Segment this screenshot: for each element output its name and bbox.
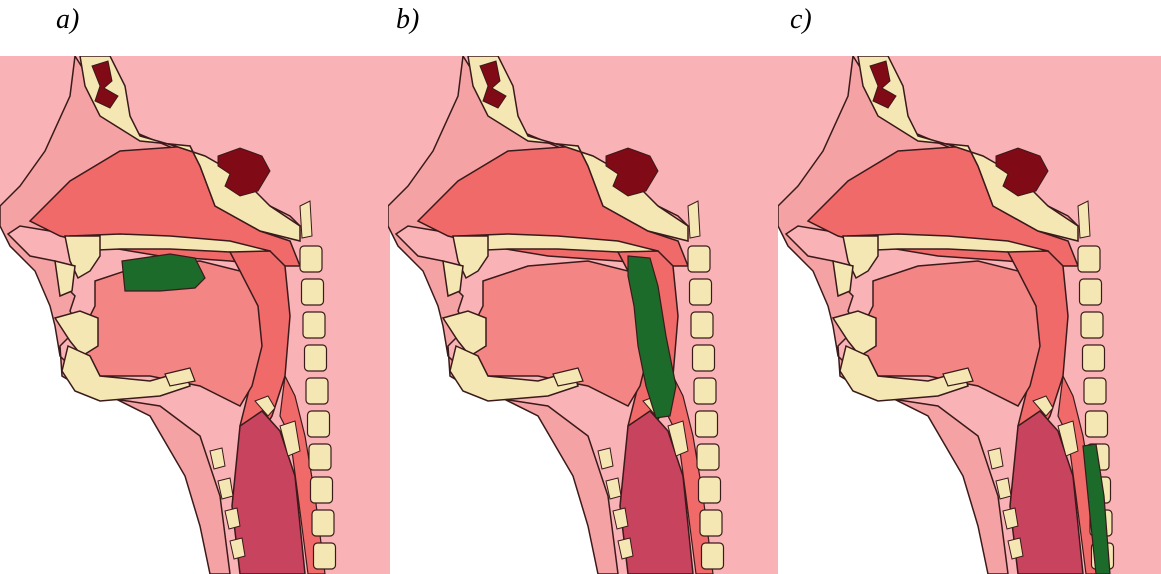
vertebra-process [688, 201, 700, 238]
vertebra-2 [1080, 279, 1102, 305]
vertebra-9 [312, 510, 334, 536]
panel-label-b: b) [396, 4, 419, 36]
diagram-panel-a [0, 56, 390, 574]
vertebra-5 [694, 378, 716, 404]
vertebra-9 [700, 510, 722, 536]
vertebra-2 [302, 279, 324, 305]
vertebra-3 [691, 312, 713, 338]
vertebra-7 [697, 444, 719, 470]
vertebra-2 [690, 279, 712, 305]
vertebra-8 [311, 477, 333, 503]
vertebra-process [1078, 201, 1090, 238]
diagram-panel-c [778, 56, 1161, 574]
vertebra-3 [303, 312, 325, 338]
vertebra-5 [306, 378, 328, 404]
diagram-panel-b [388, 56, 778, 574]
bolus-oral-cavity [122, 254, 205, 291]
vertebra-6 [1086, 411, 1108, 437]
vertebra-10 [702, 543, 724, 569]
vertebra-1 [1078, 246, 1100, 272]
vertebra-1 [300, 246, 322, 272]
vertebra-6 [308, 411, 330, 437]
vertebra-10 [314, 543, 336, 569]
vertebra-5 [1084, 378, 1106, 404]
panel-label-a: a) [56, 4, 79, 36]
vertebra-4 [693, 345, 715, 371]
panel-label-c: c) [790, 4, 812, 36]
vertebra-4 [305, 345, 327, 371]
sagittal-section-diagram [778, 56, 1161, 574]
vertebra-4 [1083, 345, 1105, 371]
sagittal-section-diagram [0, 56, 390, 574]
vertebra-7 [309, 444, 331, 470]
vertebra-6 [696, 411, 718, 437]
vertebra-3 [1081, 312, 1103, 338]
vertebra-process [300, 201, 312, 238]
sagittal-section-diagram [388, 56, 778, 574]
vertebra-8 [699, 477, 721, 503]
vertebra-1 [688, 246, 710, 272]
